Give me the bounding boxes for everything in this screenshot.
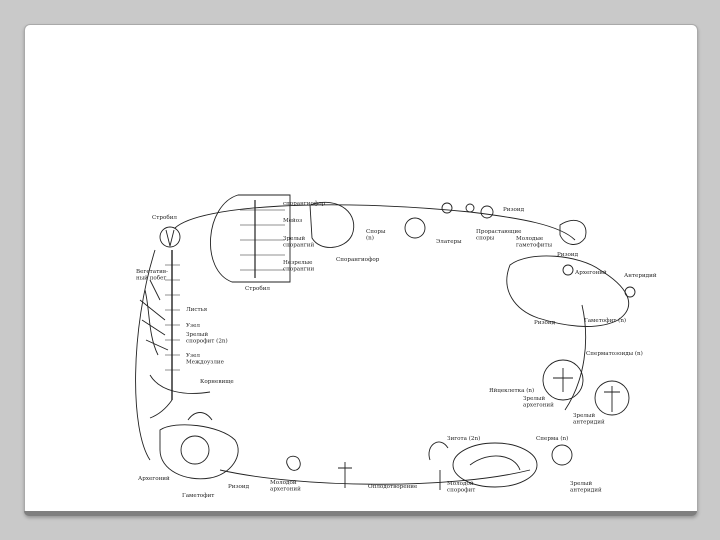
antheridium-circle (594, 380, 630, 416)
label-archegonium: Архегоний (575, 270, 607, 276)
label-elaters: Элатеры (436, 239, 462, 245)
label-zygote: Зигота (2n) (447, 435, 480, 442)
label-node: Узел (186, 323, 200, 329)
label-sperm-n: Сперма (n) (536, 435, 568, 442)
label-fertilization: Оплодотворение (368, 484, 418, 490)
rhizome (149, 374, 211, 419)
vegetative-branches (139, 279, 169, 356)
slide (24, 24, 698, 516)
label-gametophyte-n: Гаметофит (n) (584, 317, 626, 324)
label-strobile-bottom: Стробил (245, 285, 270, 292)
label-meiosis: Мейоз (283, 218, 302, 224)
bottom-gametophyte (159, 424, 239, 480)
label-sporangiophore-top: спорангиофор (283, 200, 326, 207)
strobile-zoom (210, 194, 291, 283)
slide-bottom-border (24, 511, 697, 516)
label-leaves: Листья (186, 307, 208, 313)
label-rhizoid-low: Ризоид (534, 320, 556, 326)
label-rhizoid-bottom: Ризоид (228, 484, 250, 490)
label-egg: Яйцеклетка (n) (489, 387, 534, 394)
label-strobile-left: Стробил (152, 214, 177, 221)
cycle-arrow-left (135, 249, 156, 461)
label-sporangiophore: Спорангиофор (336, 256, 380, 263)
label-roots: Корневище (200, 379, 234, 385)
zygote-embryo (452, 442, 538, 488)
archegonium-circle (542, 359, 584, 401)
label-gametophyte: Гаметофит (182, 492, 214, 499)
cycle-arrow-right (564, 304, 587, 411)
strobile-circle (159, 226, 181, 248)
label-rhizoid-top: Ризоид (503, 207, 525, 213)
label-archegonia: Архегоний (138, 476, 170, 482)
gametophyte-mass (506, 255, 630, 327)
label-spores: Споры(n) (366, 229, 386, 241)
label-sperm-release: Сперматозоиды (n) (586, 350, 643, 357)
cycle-arrow-top (174, 204, 576, 241)
label-rhizoid-mid: Ризоид (557, 252, 579, 258)
cycle-arrow-bottom (219, 469, 531, 485)
label-vegetative-shoot: Вегетатив-ный побег (136, 269, 168, 281)
label-antheridium: Антеридий (624, 273, 657, 279)
